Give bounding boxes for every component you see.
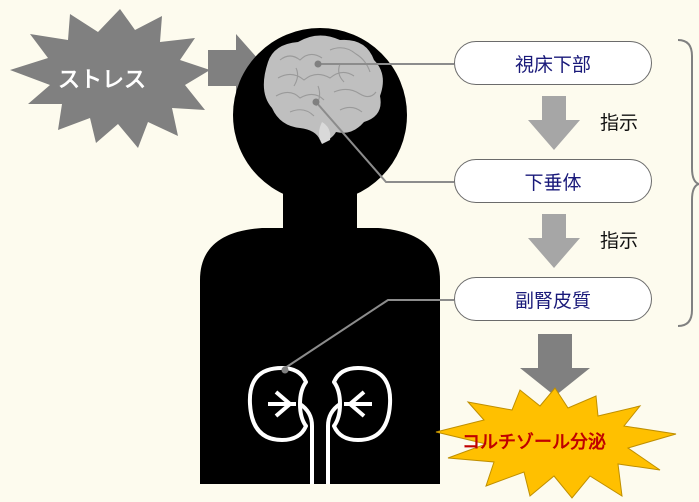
stress-arrow <box>208 34 266 102</box>
pituitary-marker <box>312 98 320 106</box>
result-label: コルチゾール分泌 <box>462 432 606 453</box>
adrenal-marker <box>281 366 289 374</box>
down-arrow-2 <box>528 214 580 268</box>
stress-burst-shape <box>10 9 210 148</box>
instruction-label-1: 指示 <box>600 112 639 134</box>
connector-lines <box>281 63 454 371</box>
instruction-label-2: 指示 <box>600 230 639 252</box>
down-arrow-1 <box>528 96 580 150</box>
kidneys-illustration <box>247 366 393 484</box>
hypothalamus-marker <box>314 60 322 68</box>
step-hypothalamus: 視床下部 <box>454 41 652 85</box>
stress-label: ストレス <box>58 68 147 93</box>
step-adrenal-cortex: 副腎皮質 <box>454 277 652 321</box>
right-brace <box>677 39 699 327</box>
result-burst-shape <box>435 387 677 499</box>
brain-illustration <box>263 35 383 144</box>
result-arrow <box>520 334 590 396</box>
step-pituitary: 下垂体 <box>454 159 652 203</box>
